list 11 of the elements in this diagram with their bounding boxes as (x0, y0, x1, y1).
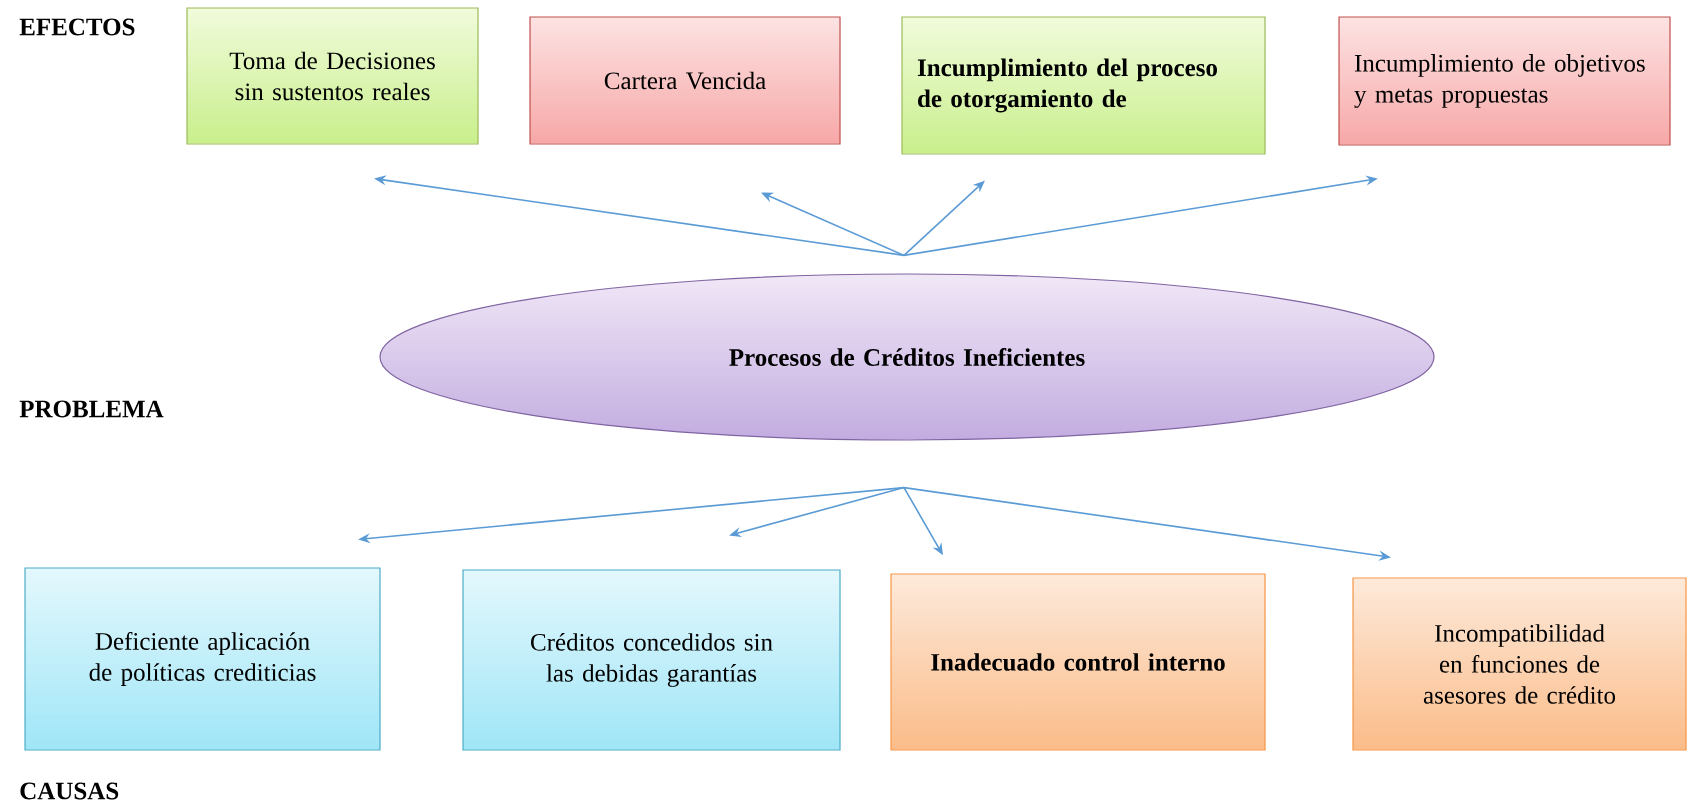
cause-box: Inadecuado control interno (890, 573, 1266, 751)
cause-box: Deficiente aplicación de políticas crediticias (24, 567, 381, 751)
effect-box: Incumplimiento del proceso de otorgamiento de (901, 16, 1266, 155)
effect-box: Toma de Decisiones sin sustentos reales (186, 7, 479, 145)
cause-box: Incompatibilidad en funciones de asesores de crédito (1352, 577, 1687, 751)
effect-box: Incumplimiento de objetivos y metas propuestas (1338, 16, 1671, 146)
section-label: CAUSAS (20, 782, 119, 800)
section-label: EFECTOS (19, 18, 135, 36)
section-label: PROBLEMA (19, 400, 164, 418)
effect-box: Cartera Vencida (529, 16, 841, 145)
cause-box: Créditos concedidos sin las debidas garantías (462, 569, 841, 751)
